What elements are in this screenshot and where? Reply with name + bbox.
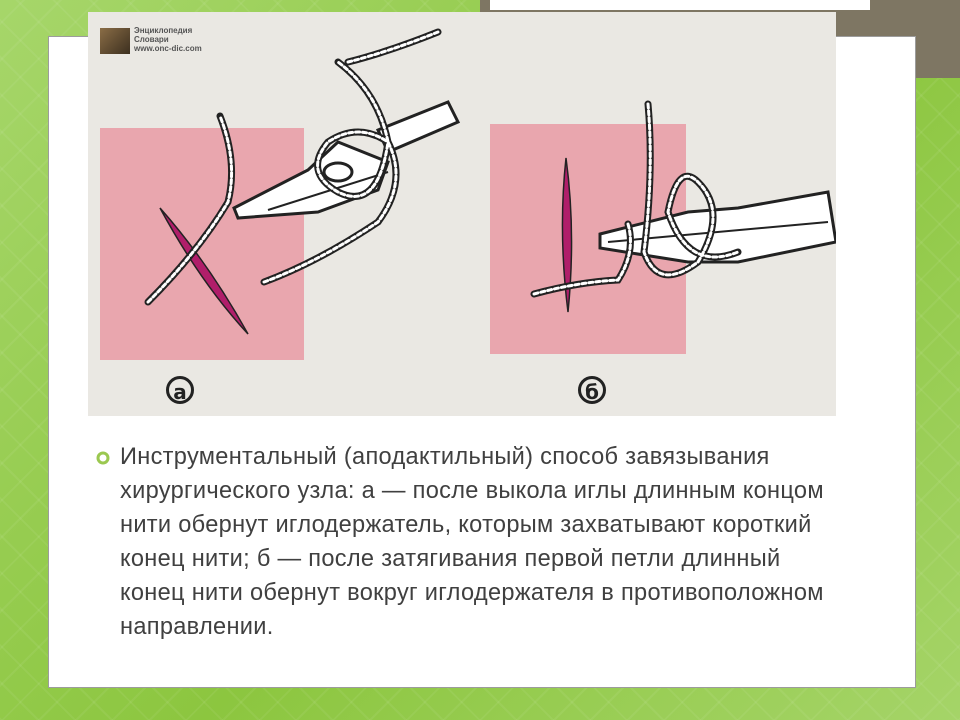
wound-a — [159, 207, 249, 335]
open-circle-bullet-icon — [96, 451, 110, 465]
slide-body-text: Инструментальный (аподактильный) способ … — [120, 444, 824, 640]
logo-image — [100, 28, 130, 54]
logo-text: Энциклопедия Словари www.onc-dic.com — [134, 26, 202, 53]
label-a: а — [166, 376, 194, 404]
accent-block-gap — [490, 0, 870, 10]
wound-b — [561, 157, 573, 313]
knot-illustration — [100, 28, 838, 360]
encyclopedia-logo: Энциклопедия Словари www.onc-dic.com — [100, 24, 212, 60]
label-b: б — [578, 376, 606, 404]
surgical-knot-figure: а б — [88, 12, 838, 416]
